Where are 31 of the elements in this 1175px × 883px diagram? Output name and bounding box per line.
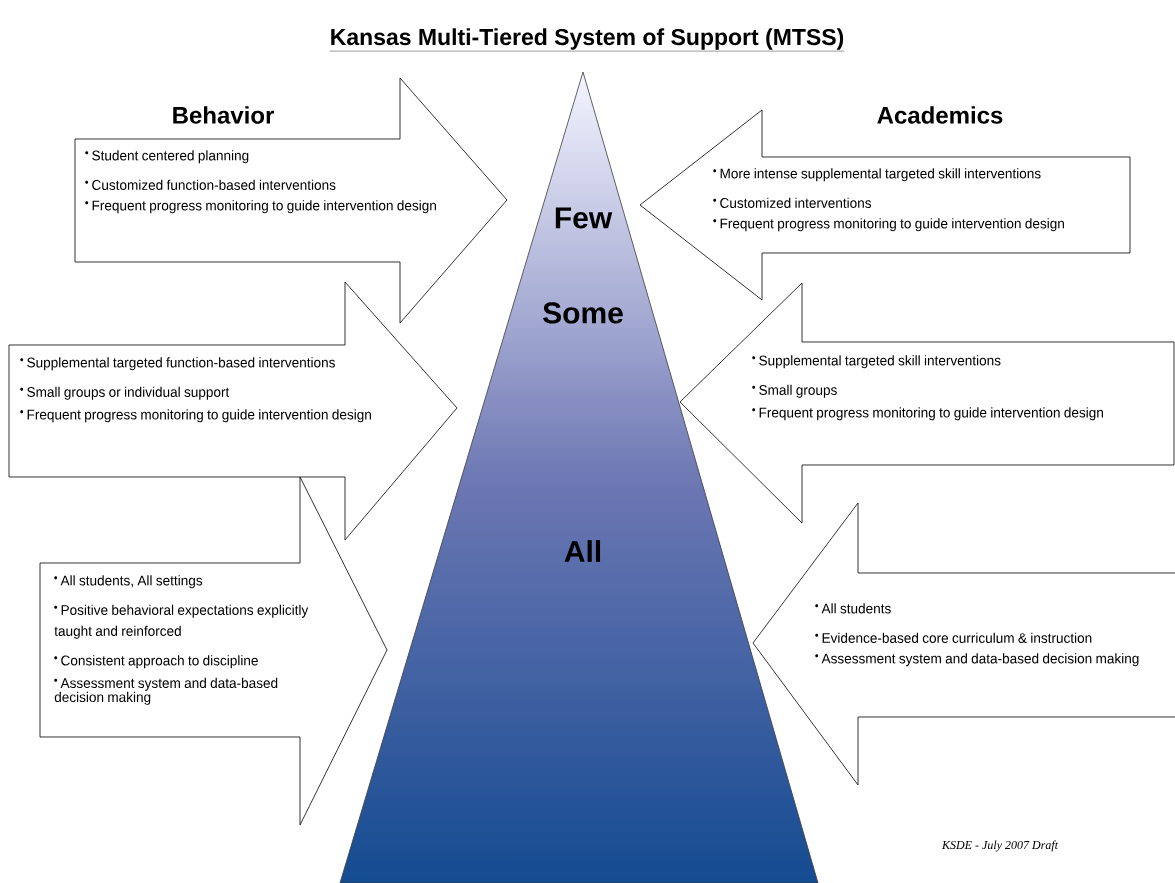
bullet-item: Customized interventions xyxy=(713,197,872,208)
draft-note: KSDE - July 2007 Draft xyxy=(941,840,1059,852)
arrow-box xyxy=(679,282,1175,524)
bullet-item: Assessment system and data-based decision making xyxy=(815,653,1139,667)
tier-label: Few xyxy=(555,207,613,229)
bullet-item: Customized function-based interventions xyxy=(85,179,336,190)
bullet-item: Frequent progress monitoring to guide intervention design xyxy=(752,407,1103,421)
arrow-box xyxy=(752,502,1175,786)
arrow-box xyxy=(39,476,388,826)
column-heading: Behavior xyxy=(173,106,274,124)
bullet-item: Assessment system and data-based decision making xyxy=(54,677,278,705)
bullet-item: Frequent progress monitoring to guide intervention design xyxy=(85,200,436,214)
bullet-item: Frequent progress monitoring to guide intervention design xyxy=(20,409,371,423)
title: Kansas Multi-Tiered System of Support (MTSS) xyxy=(329,28,845,52)
bullet-item: Consistent approach to discipline xyxy=(54,655,258,669)
bullet-item: Small groups xyxy=(752,384,837,398)
bullet-item: All students xyxy=(815,603,891,614)
tier-label: All xyxy=(564,540,601,562)
bullet-item: Supplemental targeted skill interventions xyxy=(752,355,1001,369)
column-heading: Academics xyxy=(877,106,1003,124)
bullet-item: Positive behavioral expectations explicitly taught and reinforced xyxy=(54,604,309,639)
arrow-box xyxy=(8,281,458,541)
bullet-item: Student centered planning xyxy=(85,150,249,164)
tier-label: Some xyxy=(543,302,623,324)
arrow-box xyxy=(74,77,508,324)
bullet-item: Supplemental targeted function-based interventions xyxy=(20,357,335,371)
bullet-item: Evidence-based core curriculum & instruction xyxy=(815,632,1092,643)
bullet-item: All students, All settings xyxy=(54,575,203,589)
bullet-item: More intense supplemental targeted skill interventions xyxy=(713,168,1041,182)
bullet-item: Frequent progress monitoring to guide intervention design xyxy=(713,218,1064,232)
bullet-item: Small groups or individual support xyxy=(20,386,230,400)
